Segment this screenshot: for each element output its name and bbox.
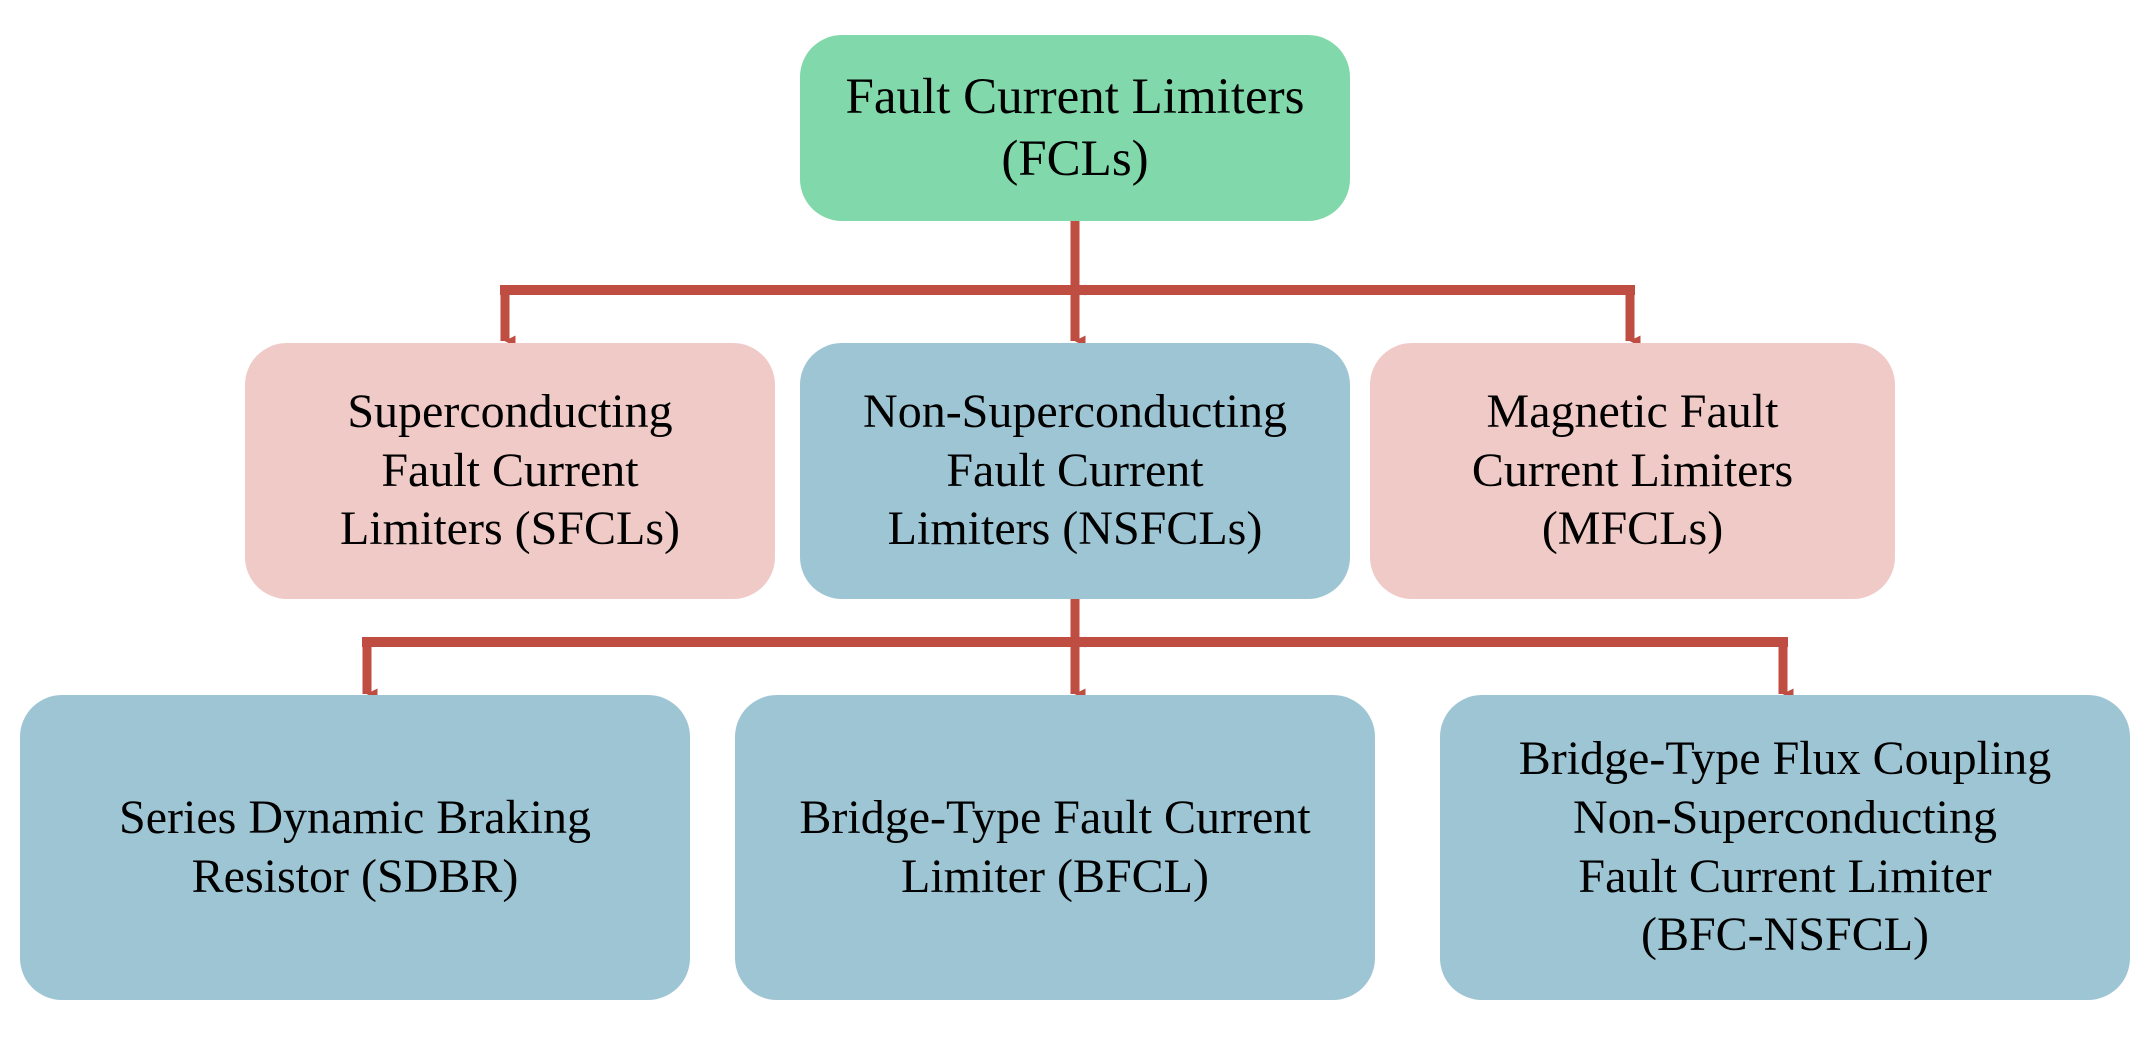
node-label: Bridge-Type Flux Coupling Non-Supercondu… (1518, 732, 2052, 962)
node-superconducting-fault-current-limiters[interactable]: Superconducting Fault Current Limiters (… (245, 343, 775, 599)
node-label: Non-Superconducting Fault Current Limite… (863, 385, 1287, 556)
node-bridge-type-fault-current-limiter[interactable]: Bridge-Type Fault Current Limiter (BFCL) (735, 695, 1375, 1000)
node-label: Series Dynamic Braking Resistor (SDBR) (119, 790, 591, 903)
node-fault-current-limiters[interactable]: Fault Current Limiters (FCLs) (800, 35, 1350, 221)
node-label: Fault Current Limiters (FCLs) (845, 68, 1305, 187)
node-label: Superconducting Fault Current Limiters (… (339, 385, 680, 556)
node-series-dynamic-braking-resistor[interactable]: Series Dynamic Braking Resistor (SDBR) (20, 695, 690, 1000)
node-bridge-type-flux-coupling-non-superconducting-fault-current-limiter[interactable]: Bridge-Type Flux Coupling Non-Supercondu… (1440, 695, 2130, 1000)
node-label: Magnetic Fault Current Limiters (MFCLs) (1471, 385, 1794, 556)
node-magnetic-fault-current-limiters[interactable]: Magnetic Fault Current Limiters (MFCLs) (1370, 343, 1895, 599)
node-label: Bridge-Type Fault Current Limiter (BFCL) (799, 790, 1311, 903)
node-non-superconducting-fault-current-limiters[interactable]: Non-Superconducting Fault Current Limite… (800, 343, 1350, 599)
